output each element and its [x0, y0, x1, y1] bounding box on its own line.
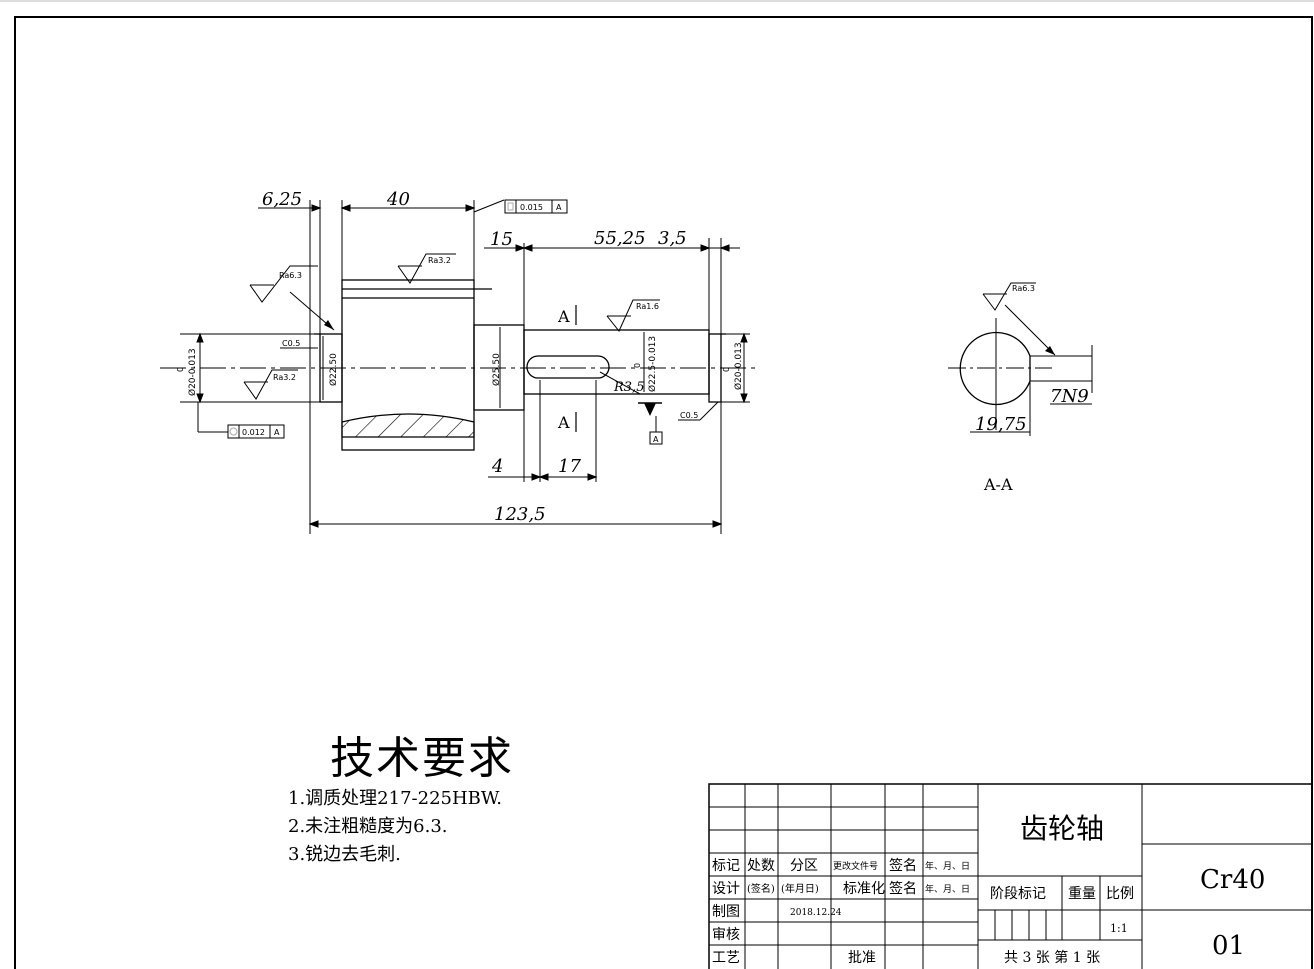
runout-datum: A: [556, 203, 562, 212]
header-count: 处数: [747, 858, 775, 874]
roughness-ra6-3-left: Ra6.3: [279, 271, 302, 280]
coax-datum: A: [274, 428, 280, 437]
runout-tolerance-frame: 0.015 A: [504, 199, 568, 214]
roughness-ra3-2-top: Ra3.2: [428, 256, 451, 265]
r3-5-leader: [599, 371, 641, 395]
drawing-frame: [14, 16, 1313, 969]
extension-lines: [180, 200, 750, 534]
coaxiality-tolerance-frame: 0.012 A: [227, 424, 285, 439]
left-diameter: Ø20-0.013: [187, 348, 198, 396]
dim-55-25: 55,25: [594, 228, 646, 249]
sheets-text: 共 3 张 第 1 张: [1004, 949, 1100, 966]
roughness-ra3-2-left: Ra3.2: [273, 373, 296, 382]
dim-17: 17: [558, 456, 581, 477]
sign-sign: 签名: [889, 880, 917, 897]
dim-4: 4: [491, 456, 503, 477]
header-zone: 分区: [790, 858, 818, 874]
datum-a-label: A: [653, 435, 659, 444]
chamfer-c0-5-left: C0.5: [282, 339, 300, 348]
keyway-slot: [526, 355, 610, 379]
gear-hatch-section: [341, 413, 475, 438]
section-mark-top: A: [557, 307, 570, 326]
header-date: 年、月、日: [925, 860, 970, 872]
process-label: 工艺: [712, 950, 740, 966]
header-sign: 签名: [889, 857, 917, 874]
draw-date: 2018.12.24: [790, 908, 842, 918]
sign-date-fmt: (年月日): [781, 882, 819, 895]
right-tol-upper: 0: [722, 367, 731, 372]
tech-req-item-1: 1.调质处理217-225HBW.: [288, 788, 502, 809]
roughness-ra6-3-section: Ra6.3: [1012, 284, 1035, 293]
dim-7n9: 7N9: [1050, 386, 1089, 407]
dimension-lines: [196, 204, 748, 528]
section-outline: [959, 331, 1031, 406]
dim-40: 40: [386, 189, 410, 210]
sign-date: 年、月、日: [925, 883, 970, 895]
sign-standard: 标准化: [843, 881, 885, 897]
scale-value: 1:1: [1110, 922, 1128, 935]
leader-lines: [197, 199, 1056, 433]
header-mark: 标记: [712, 858, 740, 874]
dim-19-75: 19,75: [975, 414, 1027, 435]
coax-value: 0.012: [242, 428, 265, 437]
approve-label: 批准: [848, 950, 876, 966]
mid-tol-upper: 0: [633, 363, 642, 368]
scale-label: 比例: [1106, 886, 1134, 902]
left-tol-upper: 0: [176, 367, 185, 372]
header-change-doc: 更改文件号: [833, 860, 878, 872]
runout-symbol-icon: [507, 202, 514, 211]
right-diameter: Ø20-0.013: [733, 342, 744, 390]
gear-diameter: Ø22.50: [328, 353, 339, 386]
weight-label: 重量: [1068, 886, 1096, 902]
datum-feature-a: A: [638, 402, 663, 445]
coaxiality-symbol-icon: [229, 427, 238, 436]
material: Cr40: [1200, 865, 1265, 895]
dim-123-5: 123,5: [494, 504, 546, 525]
mid-diameter: Ø22.5-0.013: [647, 336, 658, 392]
runout-value: 0.015: [520, 203, 543, 212]
leader-arrow-chamfer: [324, 320, 334, 330]
dim-6-25: 6,25: [262, 189, 302, 210]
sign-design: 设计: [712, 881, 740, 897]
leader-arrow-section: [1045, 346, 1055, 355]
collar-diameter: Ø25.50: [491, 353, 502, 386]
chamfer-c0-5-right: C0.5: [680, 411, 698, 420]
drawing-number: 01: [1212, 931, 1245, 961]
part-name: 齿轮轴: [1020, 812, 1104, 845]
section-title: A-A: [983, 475, 1013, 494]
dim-3-5: 3,5: [658, 228, 687, 249]
roughness-symbols: [243, 253, 1036, 400]
tech-req-item-2: 2.未注粗糙度为6.3.: [288, 816, 448, 837]
stage-label: 阶段标记: [990, 886, 1046, 902]
draw-label: 制图: [712, 904, 740, 920]
tech-req-item-3: 3.锐边去毛刺.: [288, 844, 401, 865]
sign-signature: (签名): [747, 882, 775, 895]
title-block: [708, 783, 1313, 969]
section-mark-bottom: A: [557, 413, 570, 432]
roughness-ra1-6: Ra1.6: [636, 302, 659, 311]
review-label: 审核: [712, 927, 740, 943]
tech-req-title: 技术要求: [330, 733, 514, 784]
dim-15: 15: [490, 229, 513, 250]
